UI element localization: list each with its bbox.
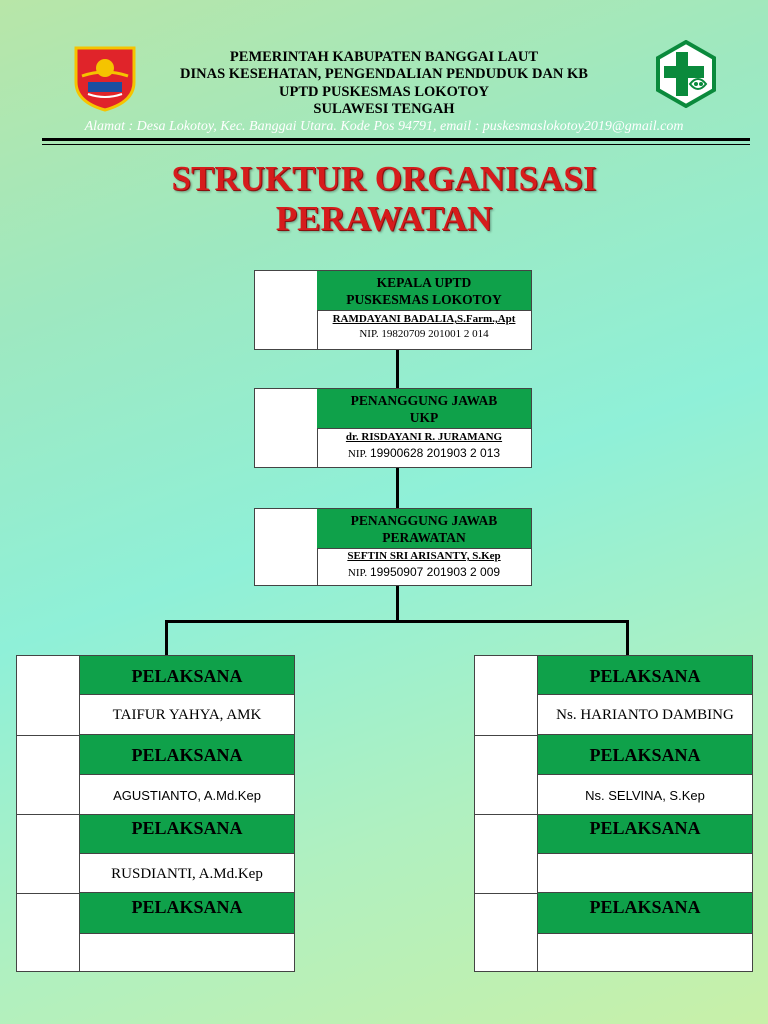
left-name-1: TAIFUR YAHYA, AMK <box>79 694 295 735</box>
connector-2 <box>396 467 399 509</box>
right-name-2: Ns. SELVINA, S.Kep <box>537 774 753 815</box>
right-pelaksana-3: PELAKSANA <box>537 814 753 854</box>
connector-1 <box>396 349 399 389</box>
photo-placeholder <box>255 509 318 585</box>
connector-3 <box>396 585 399 622</box>
right-pelaksana-2: PELAKSANA <box>537 734 753 775</box>
connector-right-drop <box>626 620 629 656</box>
person-name: SEFTIN SRI ARISANTY, S.Kep <box>347 550 501 562</box>
right-pelaksana-4: PELAKSANA <box>537 892 753 934</box>
connector-horizontal <box>165 620 629 623</box>
left-pelaksana-4: PELAKSANA <box>79 892 295 934</box>
person-nip: NIP. 19820709 201001 2 014 <box>359 328 489 340</box>
regency-logo <box>70 42 140 112</box>
puskesmas-logo <box>652 39 720 109</box>
left-photo-column <box>16 655 80 972</box>
left-name-4 <box>79 933 295 972</box>
right-name-4 <box>537 933 753 972</box>
left-pelaksana-2: PELAKSANA <box>79 734 295 775</box>
person-nip: NIP. 19900628 201903 2 013 <box>347 446 501 460</box>
person-nip: NIP. 19950907 201903 2 009 <box>347 565 501 579</box>
page-title-line-2: PERAWATAN <box>275 199 493 238</box>
header-line-4: SULAWESI TENGAH <box>313 101 455 117</box>
page-title-line-1: STRUKTUR ORGANISASI <box>171 159 597 198</box>
header-line-2: DINAS KESEHATAN, PENGENDALIAN PENDUDUK D… <box>180 66 588 82</box>
header-rule <box>42 138 750 141</box>
person-name: RAMDAYANI BADALIA,S.Farm.,Apt <box>332 313 516 325</box>
left-pelaksana-3: PELAKSANA <box>79 814 295 854</box>
connector-left-drop <box>165 620 168 656</box>
right-name-1: Ns. HARIANTO DAMBING <box>537 694 753 735</box>
header-address: Alamat : Desa Lokotoy, Kec. Banggai Utar… <box>84 119 684 134</box>
photo-placeholder <box>255 271 318 349</box>
right-pelaksana-1: PELAKSANA <box>537 655 753 695</box>
left-name-2: AGUSTIANTO, A.Md.Kep <box>79 774 295 815</box>
header-line-3: UPTD PUSKESMAS LOKOTOY <box>278 84 490 100</box>
header-line-1: PEMERINTAH KABUPATEN BANGGAI LAUT <box>229 49 539 65</box>
person-name: dr. RISDAYANI R. JURAMANG <box>345 431 503 443</box>
left-name-3: RUSDIANTI, A.Md.Kep <box>79 853 295 893</box>
right-name-3 <box>537 853 753 893</box>
right-photo-column <box>474 655 538 972</box>
left-pelaksana-1: PELAKSANA <box>79 655 295 695</box>
photo-placeholder <box>255 389 318 467</box>
header-rule-thin <box>42 144 750 145</box>
